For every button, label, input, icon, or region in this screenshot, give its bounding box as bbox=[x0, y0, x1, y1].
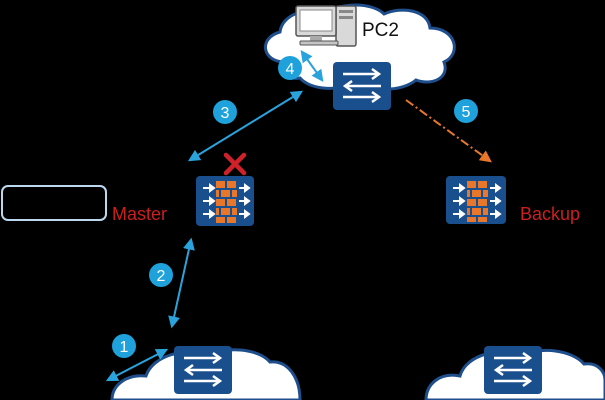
svg-text:4: 4 bbox=[286, 61, 295, 78]
step-badge: 3 bbox=[213, 100, 237, 124]
step-badge: 4 bbox=[278, 56, 302, 80]
step-4-arrow bbox=[300, 50, 324, 82]
switch-icon bbox=[333, 62, 391, 110]
svg-text:3: 3 bbox=[221, 105, 230, 122]
pc-label: PC2 bbox=[362, 20, 399, 41]
backup-label: Backup bbox=[520, 204, 580, 224]
step-badge: 2 bbox=[149, 263, 173, 287]
step-badge: 1 bbox=[112, 334, 136, 358]
step-5-arrow bbox=[405, 99, 492, 163]
x-mark-icon bbox=[223, 152, 247, 176]
switch-icon bbox=[484, 346, 542, 394]
firewall-icon bbox=[446, 176, 506, 224]
step-1-arrow bbox=[105, 348, 169, 382]
svg-text:5: 5 bbox=[462, 104, 471, 121]
empty-box bbox=[1, 185, 107, 221]
desktop-computer-icon bbox=[295, 5, 357, 47]
step-2-arrow bbox=[168, 237, 195, 329]
step-badge: 5 bbox=[454, 99, 478, 123]
svg-text:1: 1 bbox=[120, 339, 129, 356]
master-label: Master bbox=[112, 204, 167, 224]
switch-icon bbox=[174, 346, 232, 394]
svg-text:2: 2 bbox=[157, 268, 166, 285]
step-3-arrow bbox=[187, 90, 304, 162]
firewall-icon bbox=[196, 176, 254, 226]
